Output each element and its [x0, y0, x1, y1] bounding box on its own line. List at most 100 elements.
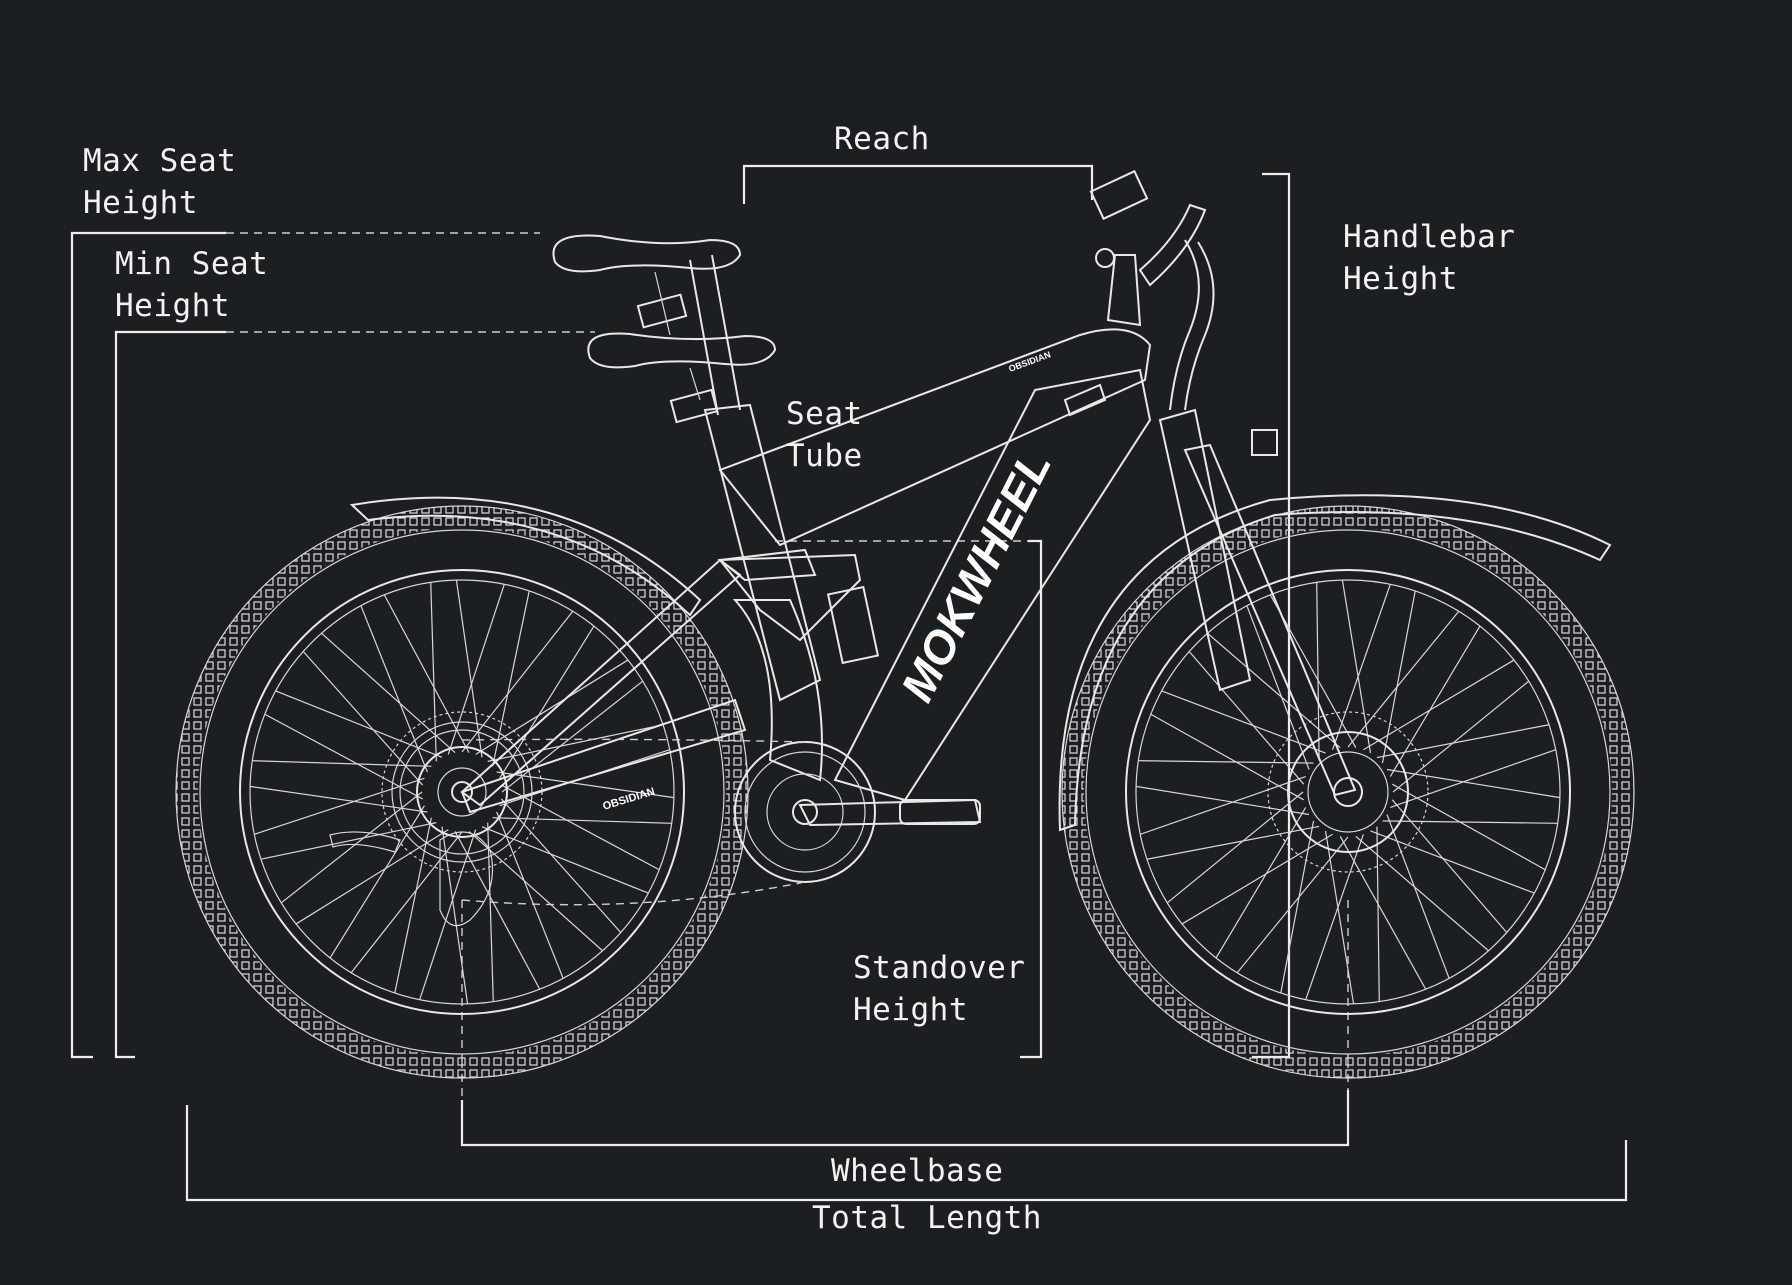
- chainring: [734, 741, 876, 883]
- chain-stay: [460, 698, 747, 814]
- front-spoke: [1363, 659, 1515, 751]
- front-spoke: [1215, 807, 1307, 959]
- rear-spoke: [468, 830, 603, 952]
- front-spoke: [1181, 833, 1333, 925]
- dimension-lines: [70, 164, 1628, 1202]
- rear-spoke: [394, 817, 432, 994]
- label-seat-tube: Seat Tube: [786, 396, 863, 474]
- rear-spoke: [496, 771, 675, 799]
- rear-spoke: [295, 829, 449, 925]
- max-seat-height-bracket: [70, 231, 226, 1059]
- label-reach: Reach: [834, 121, 930, 157]
- front-spoke: [1382, 820, 1558, 824]
- rear-spoke: [329, 805, 425, 959]
- head-tube-fork: [1158, 408, 1252, 692]
- rear-spoke: [455, 579, 483, 758]
- front-spoke: [1381, 590, 1416, 764]
- rear-spoke: [500, 798, 622, 933]
- rear-spoke: [321, 632, 456, 754]
- front-spoke: [1370, 830, 1535, 894]
- front-spoke: [1280, 820, 1315, 994]
- front-spoke: [1392, 783, 1546, 871]
- handlebar: [1138, 203, 1207, 287]
- rear-spoke: [430, 582, 437, 762]
- rear-spoke: [441, 826, 469, 1005]
- saddle-high: [552, 234, 742, 273]
- rear-spoke: [447, 584, 505, 755]
- front-disc-rotor: [1267, 711, 1429, 873]
- rear-spoke: [461, 610, 574, 753]
- front-spoke: [1392, 680, 1530, 793]
- rear-spoke: [260, 822, 437, 860]
- rear-spoke: [499, 625, 595, 779]
- down-tube: [833, 368, 1152, 802]
- front-spoke: [1146, 825, 1320, 860]
- chain-bottom: [461, 881, 806, 906]
- front-spoke: [1140, 776, 1306, 835]
- saddle-low: [587, 332, 777, 369]
- wheelbase-bracket: [460, 1090, 1350, 1147]
- front-spoke: [1386, 768, 1561, 799]
- front-spoke: [1150, 713, 1304, 801]
- rear-spoke: [383, 594, 470, 753]
- rear-spoke: [360, 605, 428, 773]
- front-spoke: [1305, 834, 1364, 1000]
- front-spoke: [1347, 610, 1460, 748]
- front-spoke: [1324, 830, 1355, 1005]
- front-spoke: [1376, 724, 1550, 759]
- front-spoke: [1332, 584, 1391, 750]
- front-spoke: [1246, 605, 1310, 770]
- rear-spoke: [475, 659, 629, 755]
- label-standover-height: Standover Height: [853, 950, 1026, 1028]
- rear-spoke: [496, 811, 564, 979]
- rear-spoke: [487, 724, 664, 762]
- front-spoke: [1166, 791, 1304, 904]
- front-wheel: [1058, 494, 1635, 1079]
- frame: [460, 169, 1357, 814]
- front-spoke: [1341, 579, 1372, 754]
- rear-spoke: [280, 791, 423, 904]
- rear-spoke: [501, 784, 660, 871]
- rear-disc-rotor: [381, 711, 543, 873]
- label-total-length: Total Length: [812, 1200, 1042, 1236]
- stem: [1106, 254, 1142, 327]
- saddles: [552, 234, 777, 401]
- rear-derailleur: [439, 831, 494, 927]
- rear-spoke: [254, 777, 425, 835]
- label-handlebar-height: Handlebar Height: [1343, 219, 1516, 297]
- front-spoke: [1339, 836, 1427, 990]
- seat-stay: [460, 558, 742, 807]
- kickstand: [329, 831, 401, 853]
- rear-spoke: [302, 651, 424, 786]
- front-spoke: [1316, 582, 1320, 758]
- rear-spoke: [419, 829, 477, 1000]
- crank-arm: [798, 798, 982, 827]
- front-spoke: [1376, 826, 1380, 1002]
- front-fender: [1058, 494, 1612, 832]
- rear-spoke: [252, 760, 432, 767]
- model-logo-chainstay: OBSIDIAN: [601, 786, 656, 813]
- reach-bracket: [742, 164, 1094, 204]
- label-min-seat-height: Min Seat Height: [115, 246, 269, 324]
- min-seat-height-bracket: [114, 330, 226, 1059]
- rear-spoke: [350, 831, 463, 974]
- front-spoke: [1389, 625, 1481, 777]
- cassette: [399, 729, 525, 855]
- front-spoke: [1207, 632, 1341, 749]
- standover-bracket: [1020, 539, 1043, 1059]
- label-max-seat-height: Max Seat Height: [83, 143, 237, 221]
- rear-shock: [826, 585, 880, 665]
- rear-spoke: [454, 831, 541, 990]
- front-spoke: [1161, 690, 1326, 754]
- front-spoke: [1391, 799, 1508, 933]
- rear-spoke: [275, 690, 443, 758]
- chain-top: [461, 738, 806, 743]
- rear-spoke: [264, 713, 423, 800]
- front-spoke: [1188, 651, 1305, 785]
- front-spoke: [1390, 749, 1556, 808]
- front-spoke: [1355, 835, 1489, 952]
- front-spoke: [1386, 814, 1450, 979]
- rear-spoke: [492, 590, 530, 767]
- rear-spoke: [492, 817, 672, 824]
